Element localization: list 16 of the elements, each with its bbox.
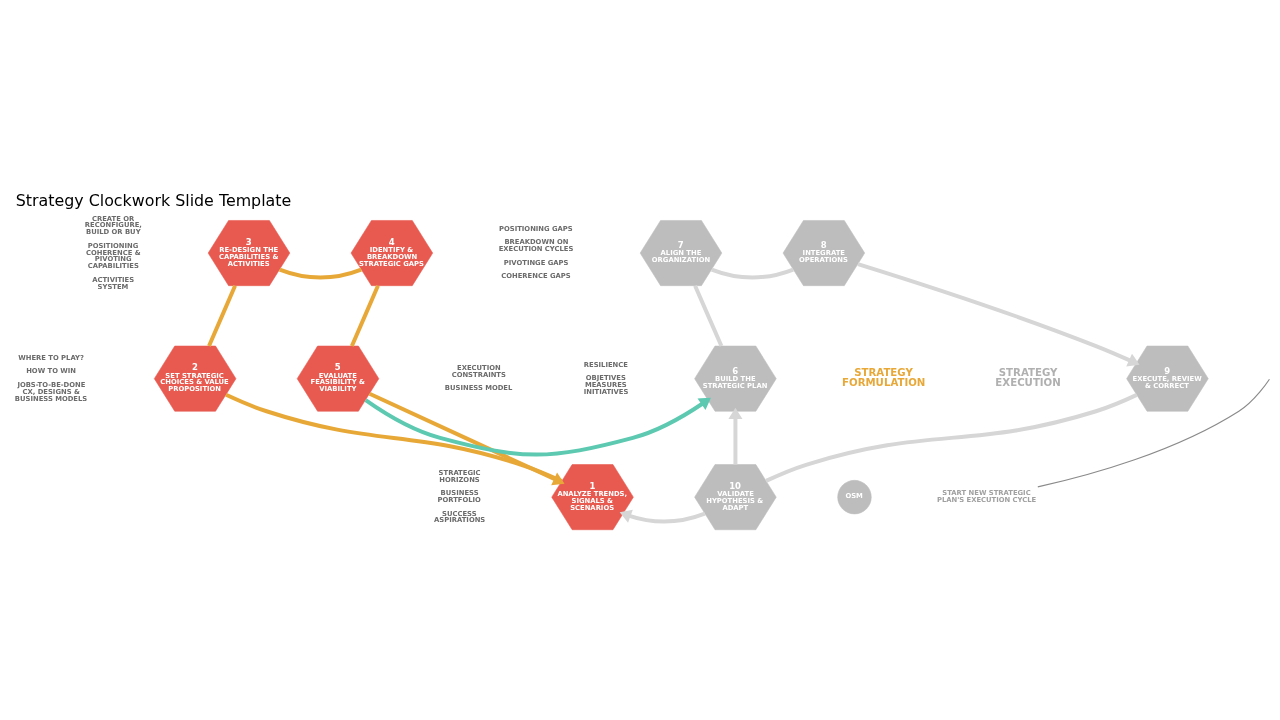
label: STRATEGY FORMULATION xyxy=(842,366,926,388)
connector xyxy=(225,392,563,483)
connector xyxy=(765,392,1138,483)
arrow xyxy=(728,407,743,464)
arrow xyxy=(857,261,1140,366)
arrow xyxy=(364,397,711,456)
connector xyxy=(279,267,362,279)
diagram-title: Strategy Clockwork Slide Template xyxy=(15,190,292,210)
connector xyxy=(350,284,380,347)
connector xyxy=(693,284,724,347)
connector xyxy=(1037,378,1270,487)
label: STRATEGY EXECUTION xyxy=(995,366,1061,388)
arrow xyxy=(368,391,565,485)
connector xyxy=(207,284,237,347)
connector xyxy=(711,267,794,279)
arrow xyxy=(619,509,706,524)
